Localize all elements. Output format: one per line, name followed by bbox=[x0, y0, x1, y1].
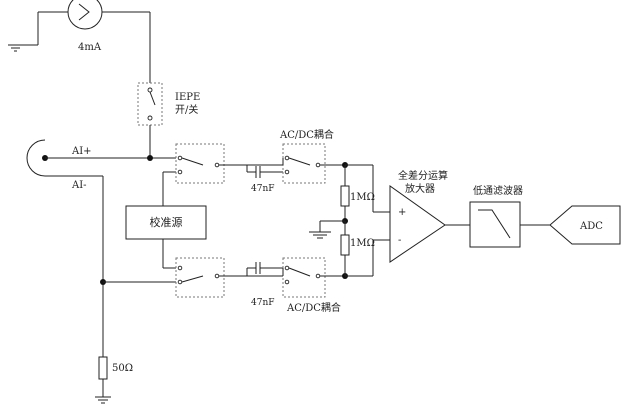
adc-block: ADC bbox=[549, 205, 621, 245]
adc-label: ADC bbox=[579, 221, 603, 232]
res-top-label: 1MΩ bbox=[350, 192, 375, 203]
differential-amplifier: + - 全差分运算 放大器 bbox=[389, 169, 448, 263]
calibration-source-label: 校准源 bbox=[150, 215, 183, 229]
coupling-switch-top: AC/DC耦合 bbox=[279, 128, 334, 184]
ground-icon bbox=[309, 231, 331, 239]
cal-switch-top bbox=[175, 143, 225, 184]
cap-bottom-label: 47nF bbox=[251, 298, 275, 308]
capacitor-top bbox=[255, 166, 261, 178]
low-pass-filter: 低通滤波器 bbox=[469, 184, 523, 248]
shunt-label: 50Ω bbox=[112, 363, 133, 374]
coupling-bottom-label: AC/DC耦合 bbox=[286, 301, 341, 314]
cap-top-label: 47nF bbox=[251, 184, 275, 194]
resistor-top: 1MΩ bbox=[340, 165, 375, 221]
amp-label-1: 全差分运算 bbox=[398, 169, 448, 182]
res-bottom-label: 1MΩ bbox=[350, 238, 375, 249]
amp-minus-sign: - bbox=[398, 235, 401, 246]
iepe-label-2: 开/关 bbox=[175, 103, 198, 116]
ground-icon bbox=[95, 396, 111, 404]
current-source-icon bbox=[67, 0, 103, 30]
ai-plus-label: AI+ bbox=[71, 146, 92, 157]
ground-icon bbox=[8, 44, 23, 52]
calibration-source: 校准源 bbox=[125, 171, 207, 269]
connector-icon bbox=[26, 139, 46, 177]
ai-minus-label: AI- bbox=[71, 180, 87, 191]
input-connector: AI+ AI- bbox=[26, 139, 176, 191]
amp-plus-sign: + bbox=[398, 207, 406, 218]
iepe-switch: IEPE 开/关 bbox=[137, 82, 200, 158]
current-source-label: 4mA bbox=[78, 42, 102, 53]
coupling-top-label: AC/DC耦合 bbox=[279, 128, 334, 141]
filter-label: 低通滤波器 bbox=[473, 184, 523, 197]
current-source: 4mA bbox=[8, 0, 151, 83]
resistor-bottom: 1MΩ bbox=[340, 221, 375, 276]
capacitor-bottom bbox=[255, 262, 261, 274]
iepe-label-1: IEPE bbox=[175, 92, 200, 103]
coupling-switch-bottom: AC/DC耦合 bbox=[282, 257, 341, 314]
shunt-resistor: 50Ω bbox=[95, 356, 133, 404]
amp-label-2: 放大器 bbox=[405, 182, 435, 195]
cal-switch-bottom bbox=[175, 257, 225, 298]
